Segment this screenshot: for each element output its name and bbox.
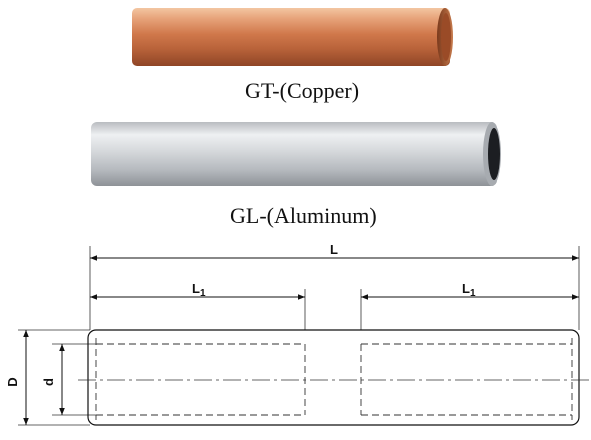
copper-caption: GT-(Copper) [245,78,360,103]
inner-bore-right [360,338,573,420]
overall-length-label: L [330,242,338,257]
aluminum-tube-image [91,122,501,186]
inner-diameter-label: d [41,378,56,386]
aluminum-caption: GL-(Aluminum) [230,203,377,228]
left-insert-length-letter: L [192,281,200,296]
tube-outline [87,329,580,426]
left-insert-length-subscript: 1 [200,288,206,299]
inner-bore-left [95,338,306,420]
left-insert-length-label: L1 [192,281,206,299]
extension-lines [18,246,580,426]
copper-tube-image [132,8,453,66]
right-insert-length-letter: L [462,281,470,296]
outer-diameter-label: D [5,377,20,386]
right-insert-length-label: L1 [462,281,476,299]
right-insert-length-subscript: 1 [470,288,476,299]
